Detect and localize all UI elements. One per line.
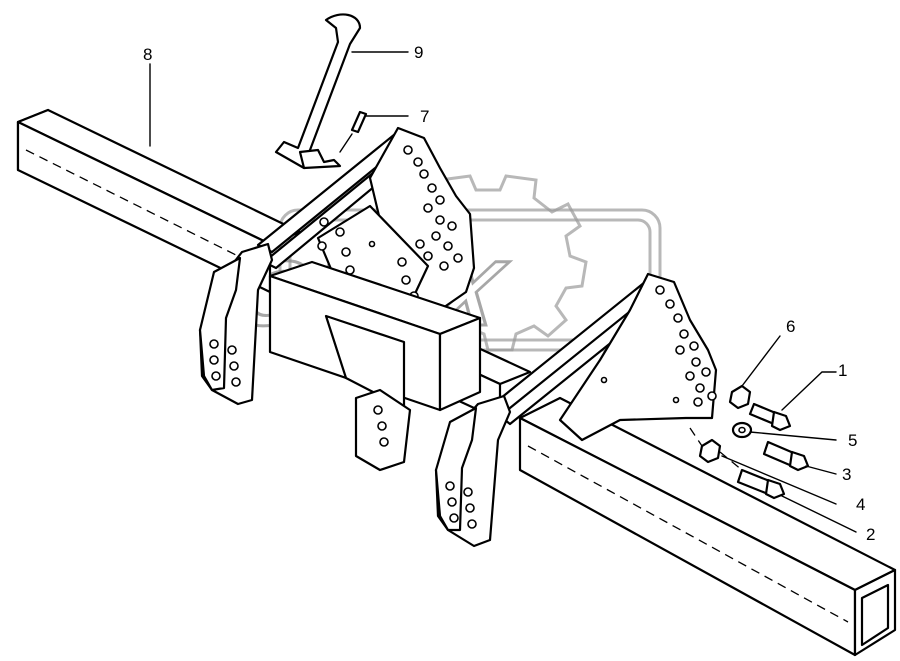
callout-4: 4 [856,495,865,514]
callout-2: 2 [866,525,875,544]
callout-8: 8 [143,45,152,64]
leader-lines [149,51,857,533]
part-9-lever [274,13,362,170]
callout-9: 9 [414,43,423,62]
fasteners [689,384,810,500]
part-7-pin [339,110,368,153]
callout-7: 7 [420,107,429,126]
callout-5: 5 [848,431,857,450]
callout-3: 3 [842,465,851,484]
callout-1: 1 [838,361,847,380]
left-hitch-bracket [198,126,482,472]
callout-labels: 8 9 7 6 1 5 3 4 2 [143,43,875,544]
callout-6: 6 [786,317,795,336]
right-hitch-bracket [434,272,718,548]
